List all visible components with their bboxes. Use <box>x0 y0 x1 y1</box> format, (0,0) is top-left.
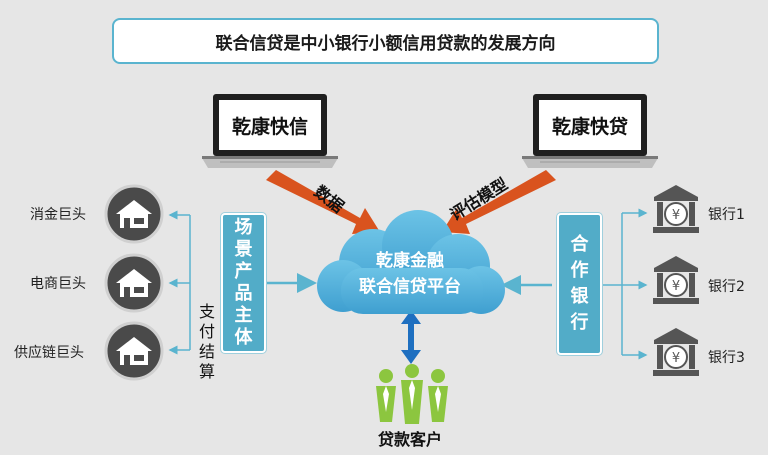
payment-char: 算 <box>198 362 215 381</box>
laptop-right: 乾康快贷 <box>520 92 660 172</box>
bank-icon: ¥ <box>651 326 701 382</box>
platform-cloud: 乾康金融 联合信贷平台 <box>313 208 507 318</box>
partner-bank-box: 合 作 银 行 <box>557 213 602 355</box>
entity-label-consumer-finance: 消金巨头 <box>30 207 86 223</box>
cloud-icon <box>317 210 505 314</box>
scene-product-box: 场 景 产 品 主 体 <box>221 213 266 353</box>
laptop-right-label: 乾康快贷 <box>551 115 628 138</box>
partner-bank-char: 行 <box>570 312 589 333</box>
partner-bank-char: 作 <box>570 260 589 281</box>
house-icon <box>104 184 164 248</box>
payment-char: 付 <box>198 322 215 341</box>
entity-label-supply-chain: 供应链巨头 <box>14 345 84 361</box>
payment-settlement-label: 支 付 结 算 <box>196 302 218 382</box>
svg-text:¥: ¥ <box>672 208 680 223</box>
svg-text:¥: ¥ <box>672 279 680 294</box>
cloud-customer-double-arrow <box>401 310 421 364</box>
model-arrow <box>442 170 556 234</box>
svg-text:¥: ¥ <box>672 351 680 366</box>
bank-label-1: 银行1 <box>708 207 745 223</box>
house-icon <box>104 321 164 385</box>
cloud-title: 乾康金融 联合信贷平台 <box>313 248 507 300</box>
scene-product-char: 产 <box>234 261 253 282</box>
payment-char: 支 <box>198 302 215 321</box>
scene-product-char: 主 <box>234 305 253 326</box>
cloud-line-1: 乾康金融 <box>376 251 444 271</box>
laptop-icon <box>522 94 658 168</box>
bank-icon: ¥ <box>651 183 701 239</box>
scene-product-char: 景 <box>234 239 253 260</box>
right-bracket-lines <box>600 208 648 360</box>
scene-product-char: 场 <box>234 217 253 238</box>
bank-icon: ¥ <box>651 254 701 310</box>
scene-product-char: 体 <box>234 327 253 348</box>
left-bracket-lines <box>168 210 191 355</box>
bank-label-2: 银行2 <box>708 279 745 295</box>
laptop-left: 乾康快信 <box>200 92 340 172</box>
partner-bank-char: 银 <box>570 286 589 307</box>
laptop-left-label: 乾康快信 <box>231 115 308 138</box>
bank-label-3: 银行3 <box>708 350 745 366</box>
payment-char: 结 <box>198 342 215 361</box>
customers-label: 贷款客户 <box>378 430 443 449</box>
house-icon <box>104 253 164 317</box>
cloud-line-2: 联合信贷平台 <box>359 277 461 297</box>
data-arrow <box>266 170 380 234</box>
entity-label-ecommerce: 电商巨头 <box>30 276 86 292</box>
customers-people-icon <box>370 364 454 432</box>
partner-bank-char: 合 <box>570 234 589 255</box>
partner-bank-text: 合 作 银 行 <box>571 232 589 336</box>
laptop-icon <box>202 94 338 168</box>
scene-product-text: 场 景 产 品 主 体 <box>235 217 253 349</box>
scene-product-char: 品 <box>234 283 253 304</box>
page-title: 联合信贷是中小银行小额信用贷款的发展方向 <box>112 18 659 64</box>
